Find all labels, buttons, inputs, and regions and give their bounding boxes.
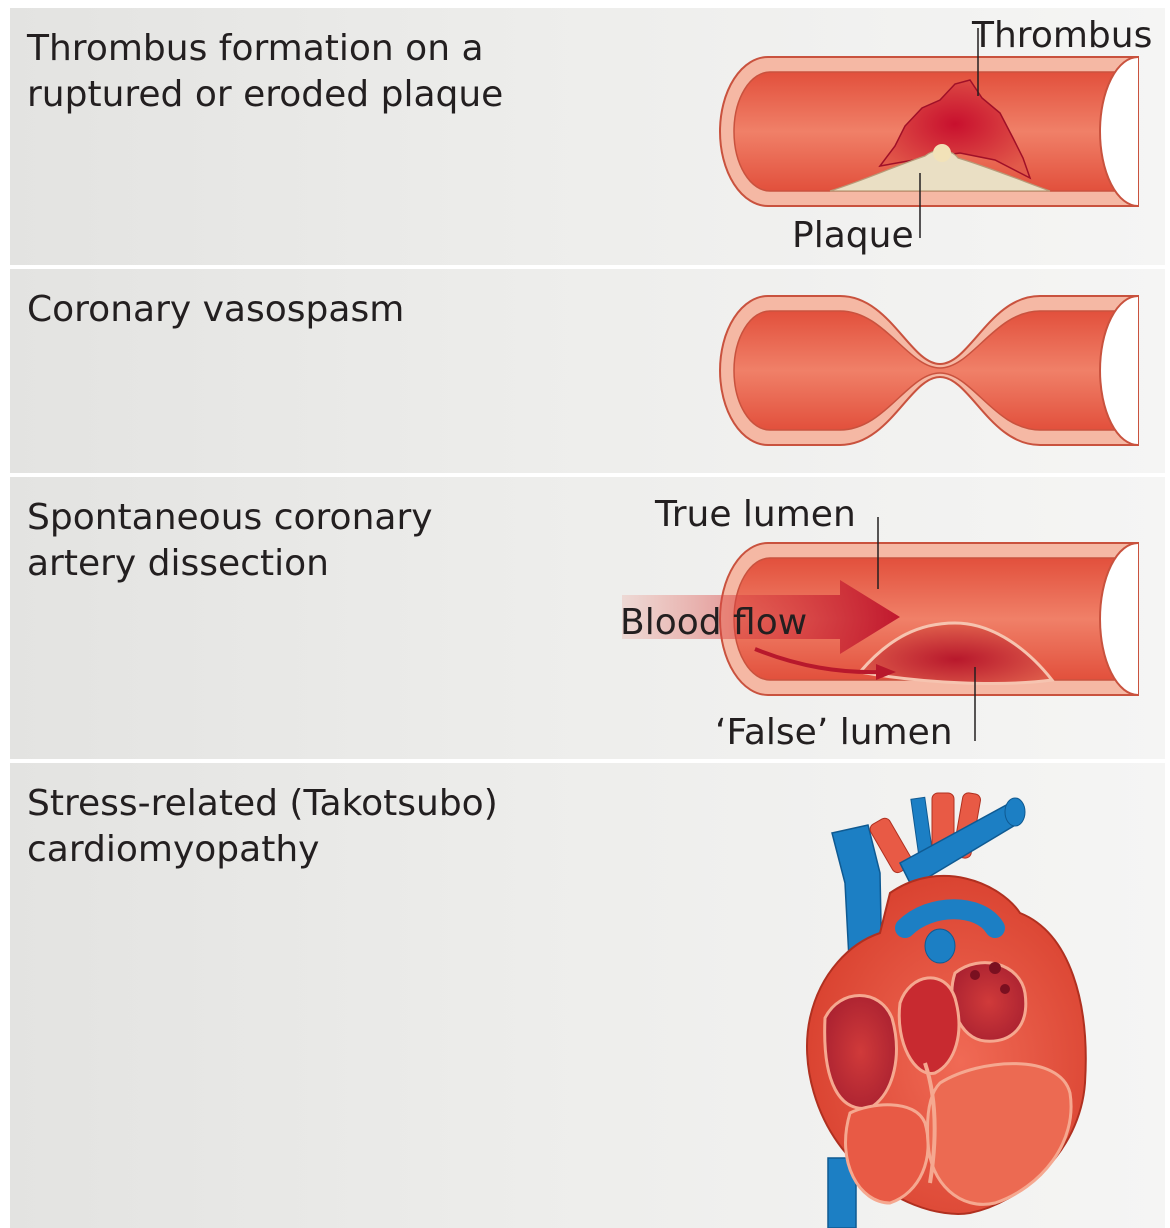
blood-flow-label: Blood flow <box>620 603 807 643</box>
false-lumen-label: ‘False’ lumen <box>715 713 953 753</box>
pulmonary-artery-end <box>1005 798 1025 826</box>
plaque-label: Plaque <box>792 216 914 256</box>
panel-thrombus: Thrombus formation on a ruptured or erod… <box>10 8 1165 265</box>
heart-illustration <box>10 763 1165 1228</box>
thrombus-label: Thrombus <box>972 16 1152 56</box>
left-atrium <box>952 963 1026 1042</box>
panel-takotsubo: Stress-related (Takotsubo) cardiomyopath… <box>10 763 1165 1228</box>
left-ventricle <box>928 1064 1072 1205</box>
true-lumen-label: True lumen <box>655 495 856 535</box>
dissection-vessel-illustration <box>10 477 1165 759</box>
constricted-artery <box>720 296 1138 445</box>
vessel-opening <box>925 929 955 963</box>
right-atrium <box>825 996 897 1109</box>
vasospasm-vessel-illustration <box>10 269 1165 473</box>
plaque-core <box>933 144 951 162</box>
panel-vasospasm: Coronary vasospasm <box>10 269 1165 473</box>
panel-dissection: Spontaneous coronary artery dissection T… <box>10 477 1165 759</box>
